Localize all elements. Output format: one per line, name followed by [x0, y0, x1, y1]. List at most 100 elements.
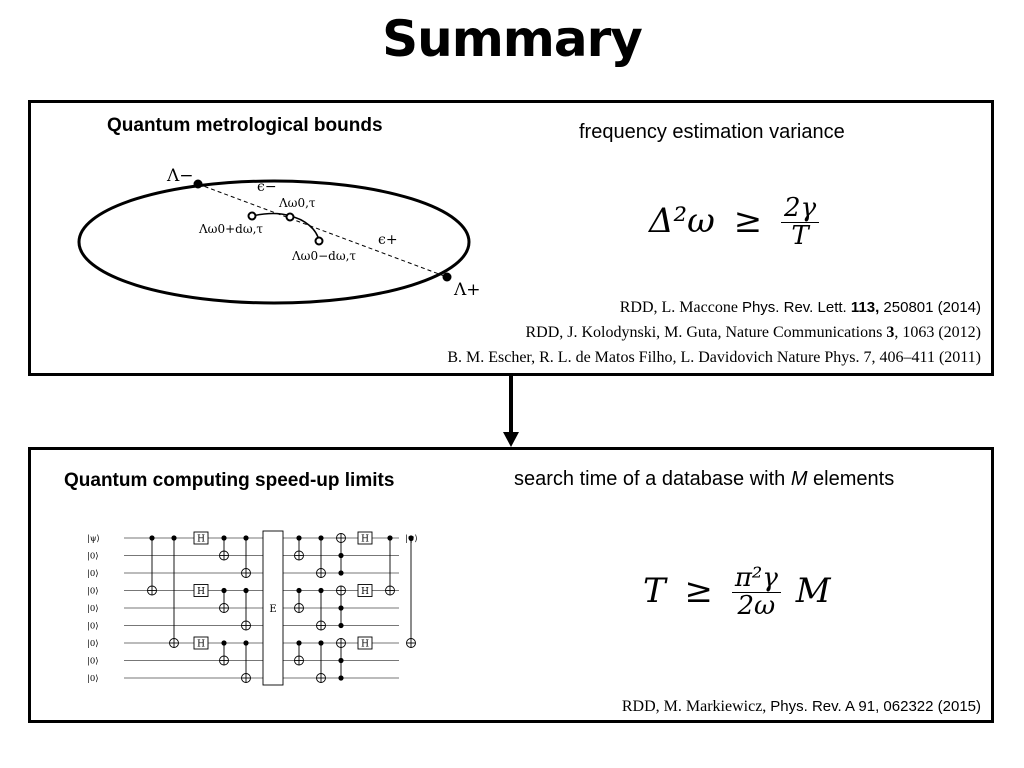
computing-subtitle: search time of a database with M element…	[514, 468, 894, 491]
control-dot	[171, 535, 177, 541]
hadamard-label: H	[361, 535, 369, 545]
reference-4-journal: Phys. Rev. A 91, 062322 (2015)	[770, 698, 981, 715]
search-time-bound-formula: T ≥ π²γ 2ω M	[643, 564, 831, 622]
hadamard-label: H	[361, 587, 369, 597]
hadamard-label: H	[197, 587, 205, 597]
dashed-segment	[197, 183, 448, 278]
reference-1-journal: Phys. Rev. Lett.	[741, 299, 851, 316]
control-dot	[221, 640, 227, 646]
label-eps-plus: ϵ+	[378, 232, 398, 248]
search-numerator: π²γ	[731, 564, 781, 594]
metrology-subtitle: frequency estimation variance	[579, 121, 845, 143]
reference-4-authors: RDD, M. Markiewicz,	[621, 698, 771, 715]
reference-3: B. M. Escher, R. L. de Matos Filho, L. D…	[447, 349, 981, 366]
control-dot	[338, 605, 344, 611]
hadamard-gate	[357, 531, 373, 545]
variance-lhs: Δ²ω	[649, 200, 715, 241]
control-dot	[221, 535, 227, 541]
zero-state-label: |0⟩	[87, 674, 99, 684]
reference-1-volume: 113,	[850, 299, 880, 316]
control-dot	[149, 535, 155, 541]
zero-state-label: |0⟩	[87, 657, 99, 667]
variance-numerator: 2γ	[781, 194, 820, 224]
variance-denominator: T	[791, 221, 809, 252]
control-dot	[338, 675, 344, 681]
hadamard-gate	[193, 636, 209, 650]
hadamard-label: H	[361, 640, 369, 650]
zero-state-label: |0⟩	[87, 569, 99, 579]
channel-set-ellipse	[77, 179, 471, 305]
search-lhs: T	[643, 570, 666, 611]
control-dot	[296, 587, 302, 594]
control-dot	[318, 640, 324, 646]
hadamard-gate	[193, 531, 209, 545]
zero-state-label: |0⟩	[87, 622, 99, 632]
control-dot	[221, 587, 227, 594]
oracle-label: E	[269, 604, 276, 615]
computing-subtitle-post: elements	[807, 468, 895, 490]
hadamard-label: H	[197, 535, 205, 545]
control-dot	[318, 587, 324, 594]
label-eps-minus: ϵ−	[257, 179, 277, 195]
zero-state-label: |0⟩	[87, 552, 99, 562]
control-dot	[338, 622, 344, 629]
computing-heading: Quantum computing speed-up limits	[64, 470, 395, 491]
reference-1: RDD, L. Maccone Phys. Rev. Lett. 113, 25…	[447, 295, 981, 320]
control-dot	[318, 535, 324, 541]
hadamard-gate	[357, 636, 373, 650]
control-dot	[243, 587, 249, 594]
computing-subtitle-var: M	[790, 468, 808, 490]
control-dot	[296, 535, 302, 541]
label-lambda-left: Λω0+dω,τ	[198, 222, 263, 236]
point-lambda-minus	[193, 179, 203, 189]
zero-state-label: |0⟩	[87, 604, 99, 614]
input-psi-label: |ψ⟩	[87, 534, 100, 544]
variance-fraction: 2γ T	[781, 194, 820, 252]
metrology-references: RDD, L. Maccone Phys. Rev. Lett. 113, 25…	[447, 295, 981, 370]
metrology-panel: Quantum metrological bounds frequency es…	[28, 100, 994, 376]
connector-arrow	[503, 376, 519, 447]
reference-2-volume: 3	[886, 324, 895, 341]
point-lambda-right	[314, 236, 324, 246]
label-lambda-plus: Λ+	[453, 280, 481, 300]
search-rhs: M	[795, 570, 831, 611]
label-lambda-center: Λω0,τ	[278, 196, 316, 210]
reference-2: RDD, J. Kolodynski, M. Guta, Nature Comm…	[447, 320, 981, 345]
search-fraction: π²γ 2ω	[731, 564, 781, 622]
variance-operator: ≥	[733, 200, 763, 241]
variance-bound-formula: Δ²ω ≥ 2γ T	[649, 194, 820, 252]
control-dot	[243, 535, 249, 541]
reference-2-authors: RDD, J. Kolodynski, M. Guta, Nature Comm…	[525, 324, 887, 341]
control-dot	[338, 657, 344, 664]
control-dot	[338, 552, 344, 559]
oracle-block	[262, 530, 284, 686]
label-lambda-right: Λω0−dω,τ	[291, 249, 356, 263]
reference-4: RDD, M. Markiewicz, Phys. Rev. A 91, 062…	[622, 694, 981, 719]
control-dot	[338, 570, 344, 576]
zero-state-label: |0⟩	[87, 587, 99, 597]
zero-state-label: |0⟩	[87, 639, 99, 649]
computing-references: RDD, M. Markiewicz, Phys. Rev. A 91, 062…	[622, 694, 981, 719]
channel-ellipse-diagram: Λ− Λ+ ϵ− ϵ+ Λω0,τ Λω0+dω,τ Λω0−dω,τ	[77, 166, 481, 305]
search-denominator: 2ω	[737, 591, 776, 622]
reference-1-rest: 250801 (2014)	[879, 299, 981, 316]
metrology-heading: Quantum metrological bounds	[107, 115, 383, 136]
hadamard-label: H	[197, 640, 205, 650]
point-lambda-plus	[442, 272, 452, 282]
control-dot	[243, 640, 249, 646]
search-operator: ≥	[684, 570, 714, 611]
control-dot	[296, 640, 302, 646]
page-title: Summary	[382, 10, 643, 68]
point-lambda-center	[285, 212, 295, 222]
hadamard-gate	[193, 584, 209, 597]
label-lambda-minus: Λ−	[166, 166, 194, 186]
computing-subtitle-pre: search time of a database with	[514, 468, 791, 490]
computing-panel: Quantum computing speed-up limits search…	[28, 447, 994, 723]
control-dot	[408, 535, 414, 541]
reference-1-authors: RDD, L. Maccone	[619, 299, 742, 316]
control-dot	[387, 535, 393, 541]
reference-2-rest: , 1063 (2012)	[894, 324, 981, 341]
point-lambda-left	[247, 211, 257, 221]
hadamard-gate	[357, 584, 373, 597]
